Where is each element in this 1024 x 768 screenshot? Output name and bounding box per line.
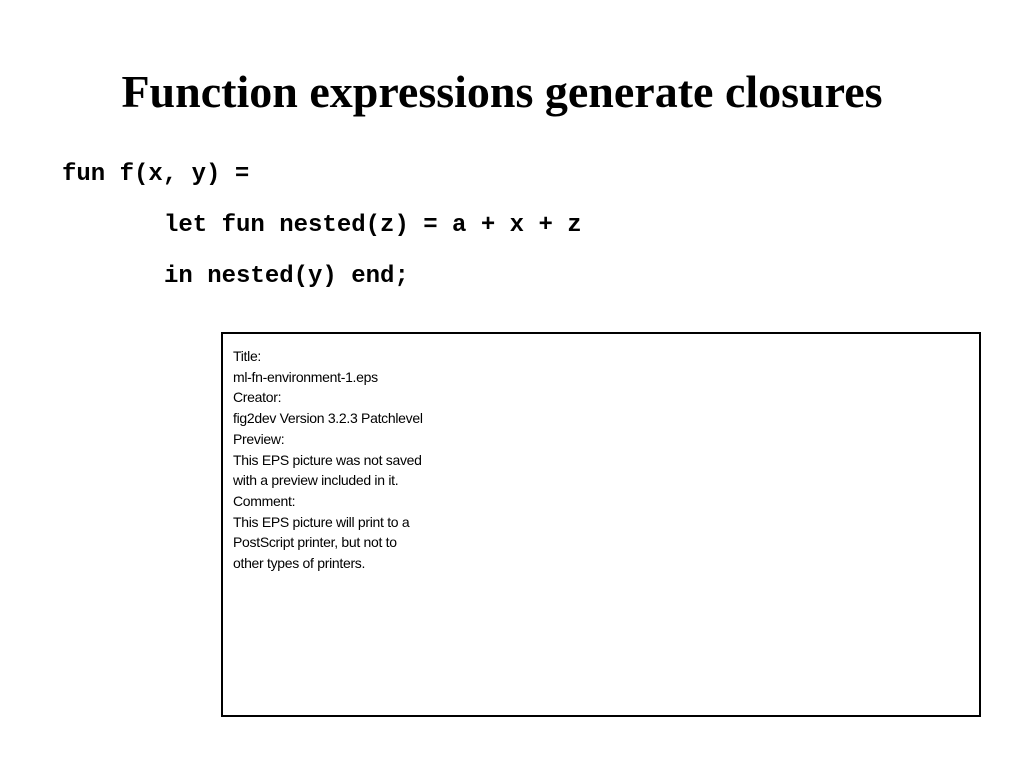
eps-comment-label: Comment: [233,492,296,509]
eps-preview-line-1: This EPS picture was not saved [233,451,422,468]
code-line-let-nested: let fun nested(z) = a + x + z [164,212,582,239]
eps-filename: ml-fn-environment-1.eps [233,368,378,385]
eps-title-label: Title: [233,348,262,364]
eps-preview-label: Preview: [233,430,285,447]
eps-comment-line-3: other types of printers. [233,555,366,572]
eps-preview-line-2: with a preview included in it. [233,472,399,489]
eps-preview-placeholder: Title: ml-fn-environment-1.eps Creator: … [221,332,981,717]
eps-comment-line-1: This EPS picture will print to a [233,513,410,530]
eps-creator-value: fig2dev Version 3.2.3 Patchlevel [233,410,423,427]
code-line-fun-declaration: fun f(x, y) = [62,161,250,188]
eps-comment-line-2: PostScript printer, but not to [233,534,397,551]
slide-title: Function expressions generate closures [121,66,883,117]
eps-info-text: Title: ml-fn-environment-1.eps Creator: … [233,346,423,574]
code-line-in-end: in nested(y) end; [164,263,409,290]
eps-creator-label: Creator: [233,389,282,406]
